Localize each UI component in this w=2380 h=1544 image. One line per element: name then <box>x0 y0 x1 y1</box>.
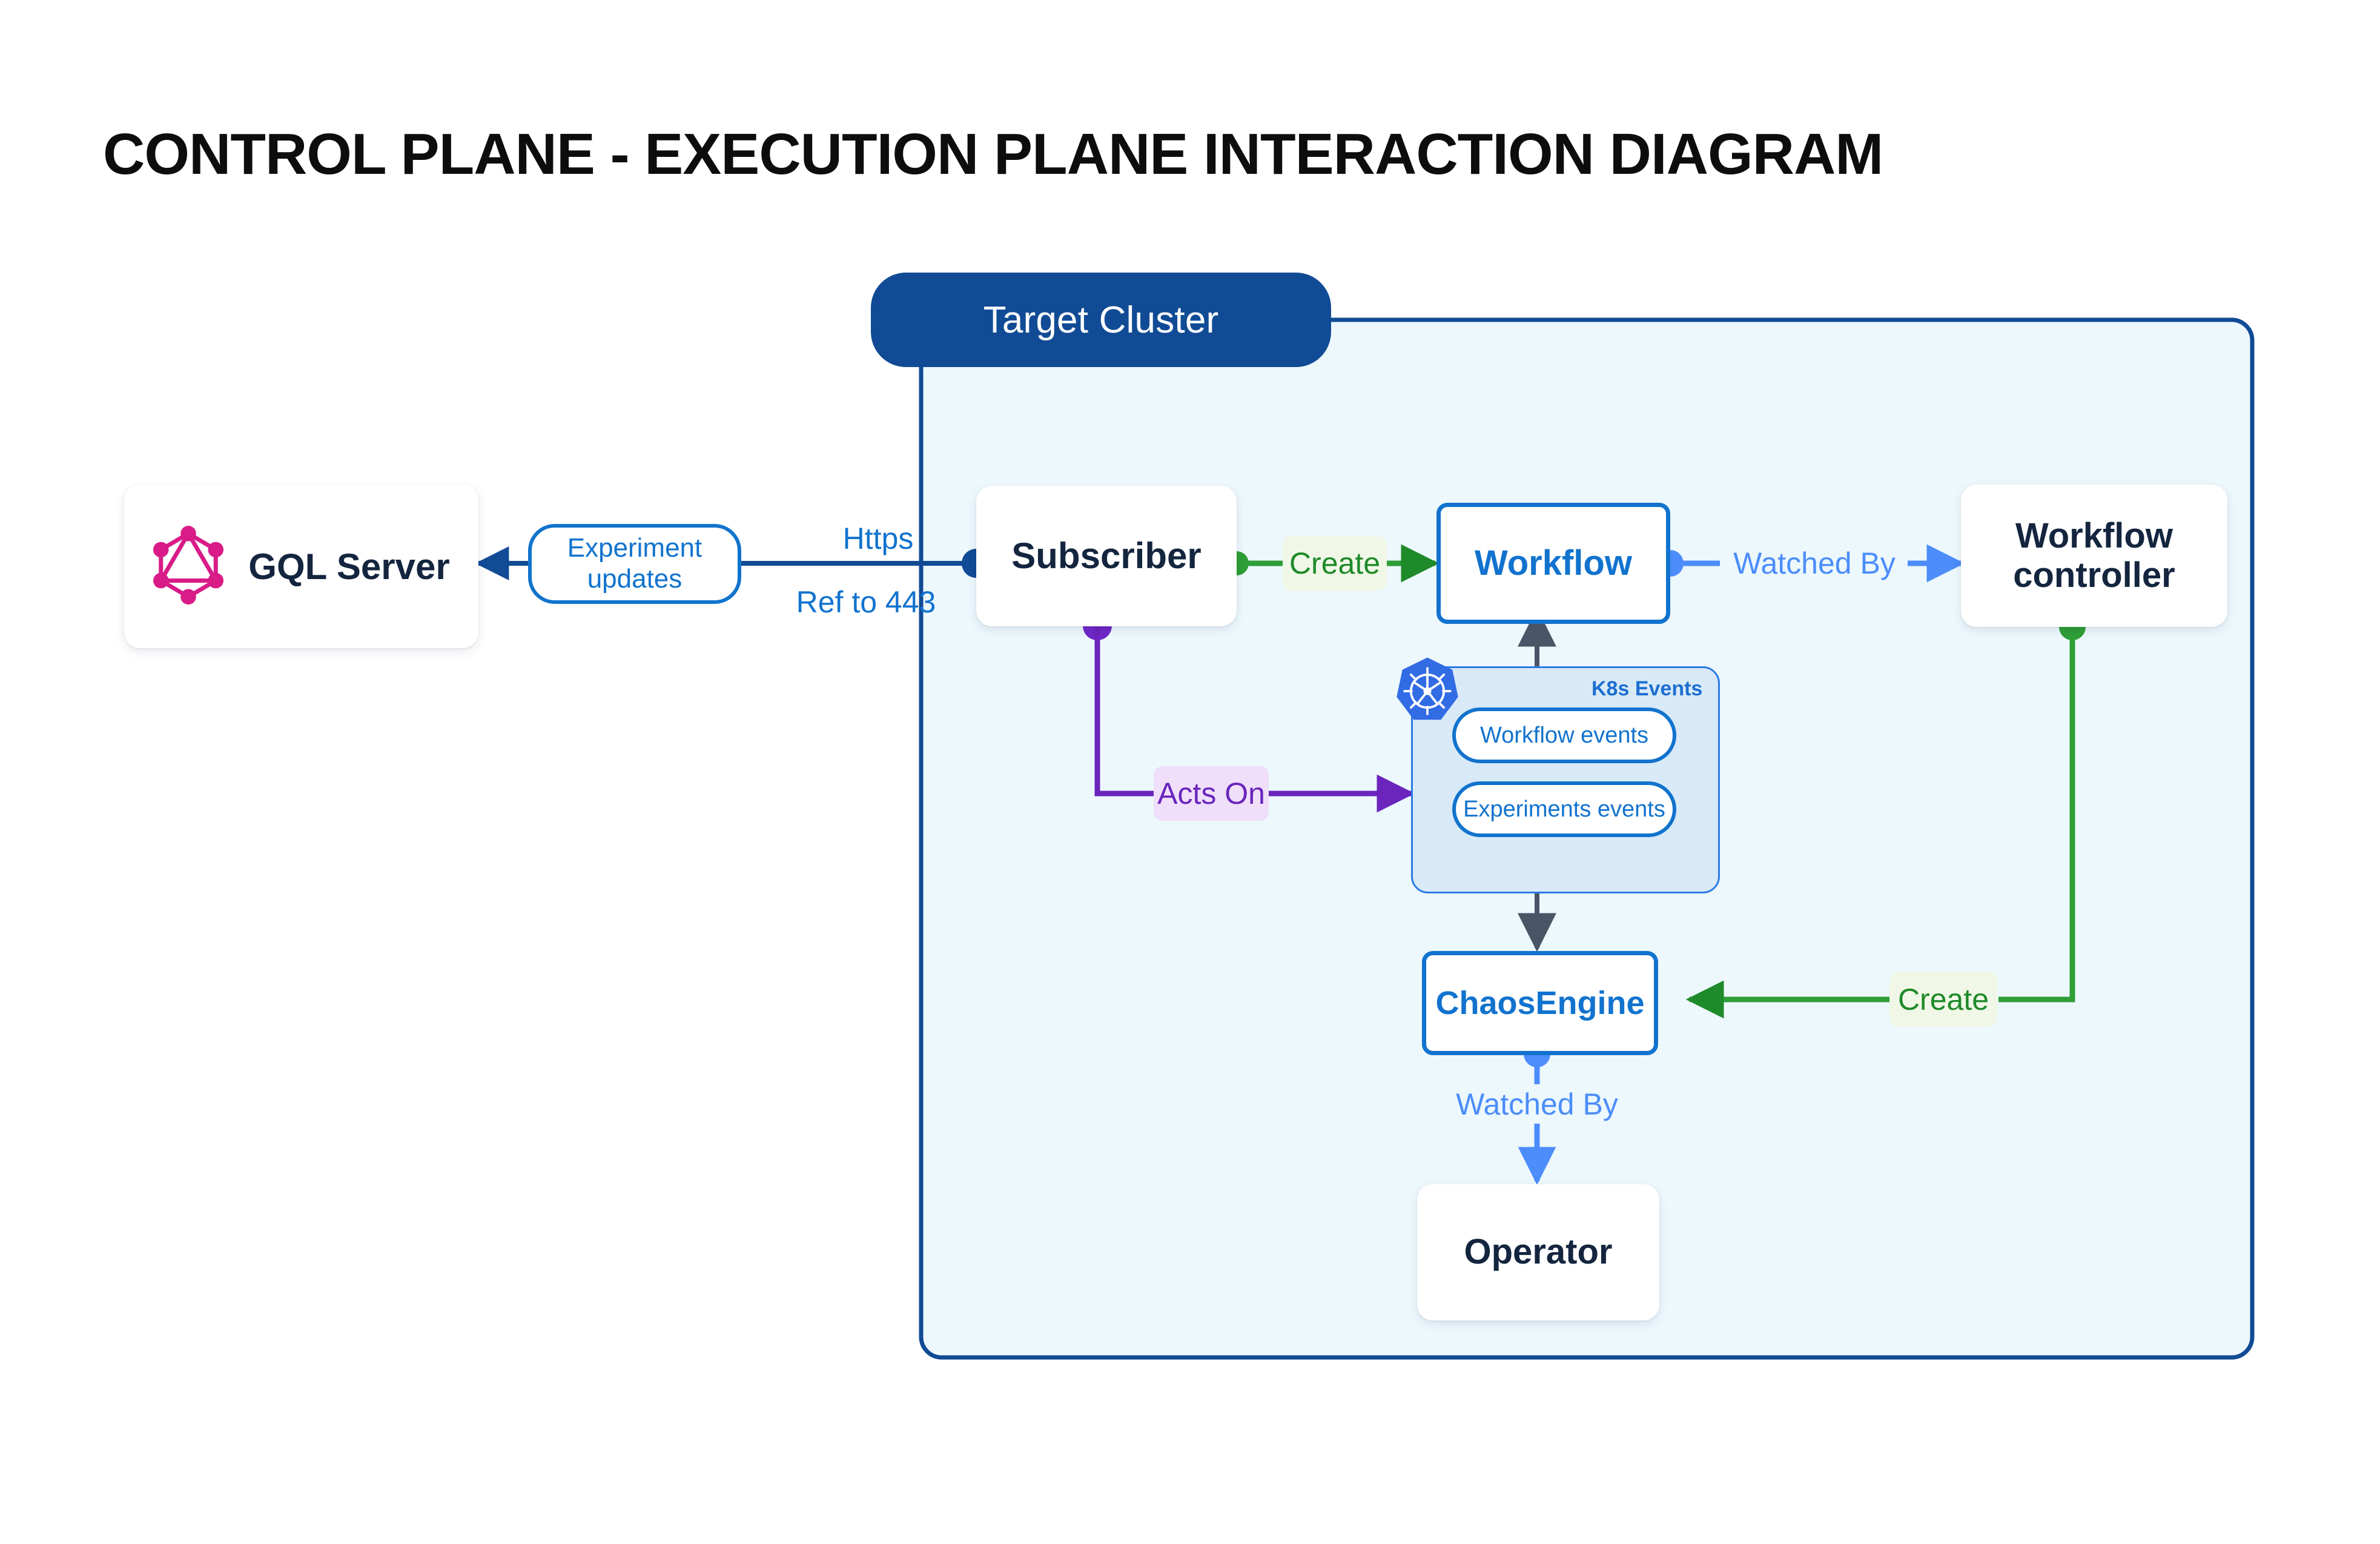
create-workflow-text: Create <box>1289 546 1381 580</box>
edge-create-chaosengine-path <box>1998 627 2075 1002</box>
k8s-event-item-experiments-events[interactable]: Experiments events <box>1452 781 1676 837</box>
workflow-events-label: Workflow events <box>1479 722 1649 748</box>
watched-by-controller-text: Watched By <box>1733 546 1896 580</box>
node-workflow-controller-label: Workflow controller <box>2013 515 2175 595</box>
node-subscriber-label: Subscriber <box>1011 535 1202 577</box>
edge-acts-on-path <box>1094 626 1154 797</box>
node-workflow-controller[interactable]: Workflow controller <box>1961 485 2227 627</box>
node-gql-server[interactable]: GQL Server <box>124 485 478 648</box>
edge-label-create-workflow: Create <box>1283 536 1387 591</box>
graphql-icon <box>153 525 224 608</box>
edge-label-create-chaosengine: Create <box>1889 972 1997 1027</box>
node-chaosengine[interactable]: ChaosEngine <box>1422 951 1658 1055</box>
edge-label-acts-on: Acts On <box>1154 766 1269 821</box>
workflow-controller-line1: Workflow <box>2015 515 2173 555</box>
target-cluster-label: Target Cluster <box>983 299 1219 341</box>
node-subscriber[interactable]: Subscriber <box>976 486 1237 626</box>
ref-to-443-text: Ref to 443 <box>796 585 936 619</box>
edge-label-experiment-updates: Experiment updates <box>528 524 741 604</box>
kubernetes-icon <box>1392 655 1463 727</box>
page-title: CONTROL PLANE - EXECUTION PLANE INTERACT… <box>103 122 1883 187</box>
edge-label-watched-by-controller: Watched By <box>1720 536 1909 591</box>
acts-on-text: Acts On <box>1157 777 1265 810</box>
edge-label-https: Https <box>812 521 945 556</box>
watched-by-operator-text: Watched By <box>1456 1087 1618 1121</box>
node-gql-server-label: GQL Server <box>248 546 450 587</box>
create-chaosengine-text: Create <box>1897 982 1989 1016</box>
experiment-updates-line1: Experiment <box>567 533 702 563</box>
workflow-controller-line2: controller <box>2013 555 2175 595</box>
k8s-event-item-workflow-events[interactable]: Workflow events <box>1452 707 1676 763</box>
node-workflow-label: Workflow <box>1475 543 1632 583</box>
https-text: Https <box>842 522 914 555</box>
edge-label-ref-to-443: Ref to 443 <box>787 585 945 620</box>
edge-label-watched-by-operator: Watched By <box>1443 1084 1631 1124</box>
node-workflow[interactable]: Workflow <box>1436 503 1670 624</box>
node-operator-label: Operator <box>1464 1232 1613 1272</box>
experiment-updates-line2: updates <box>587 564 683 594</box>
node-operator[interactable]: Operator <box>1417 1184 1659 1320</box>
k8s-events-panel <box>1411 666 1720 893</box>
k8s-events-caption: K8s Events <box>1592 677 1703 700</box>
node-chaosengine-label: ChaosEngine <box>1435 984 1645 1021</box>
experiments-events-label: Experiments events <box>1463 796 1665 822</box>
target-cluster-header[interactable]: Target Cluster <box>871 273 1331 367</box>
